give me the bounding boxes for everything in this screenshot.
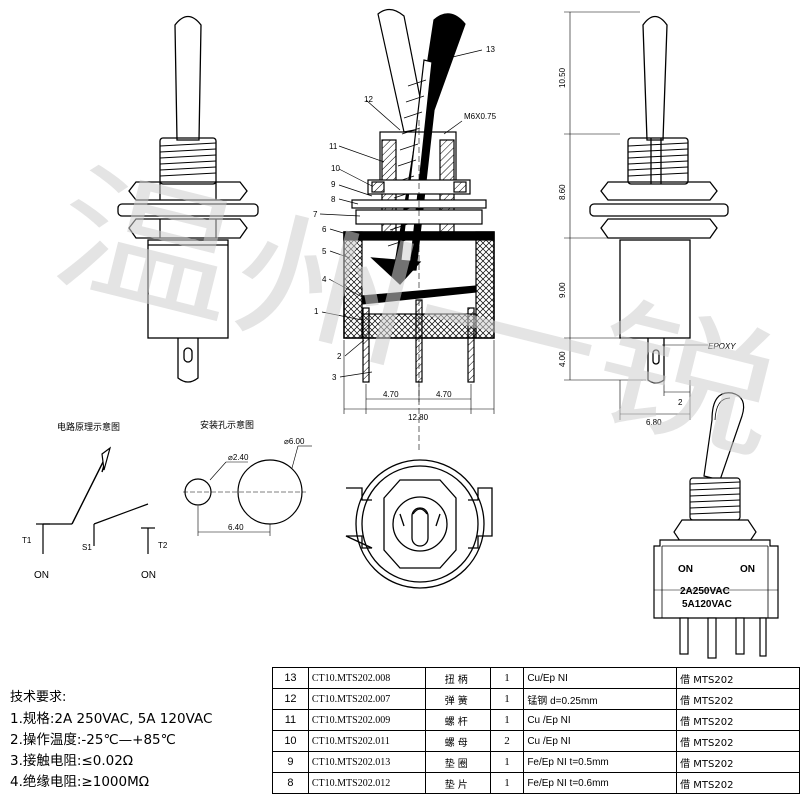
product-rating-1: 2A250VAC xyxy=(680,586,730,597)
part-remark: 借 MTS202 xyxy=(676,730,800,752)
dim-side-width: 6.80 xyxy=(646,418,662,427)
product-on-right: ON xyxy=(740,564,755,575)
circuit-on-left: ON xyxy=(34,570,49,581)
part-quantity: 1 xyxy=(489,667,525,689)
part-number: 9 xyxy=(272,751,309,773)
side-dimensions xyxy=(564,11,708,420)
part-quantity: 1 xyxy=(489,751,525,773)
part-quantity: 1 xyxy=(489,772,525,794)
callout-6: 6 xyxy=(322,225,327,234)
part-code: CT10.MTS202.008 xyxy=(307,667,426,689)
part-number: 12 xyxy=(272,688,309,710)
section-dimensions xyxy=(343,120,495,450)
circuit-on-right: ON xyxy=(141,570,156,581)
dim-lever-height: 10.50 xyxy=(558,67,567,88)
product-illustration xyxy=(653,392,779,659)
part-code: CT10.MTS202.009 xyxy=(307,709,426,731)
callout-2: 2 xyxy=(337,352,342,361)
terminal-t1: T1 xyxy=(22,536,32,545)
callout-13: 13 xyxy=(486,45,495,54)
product-rating-2: 5A120VAC xyxy=(682,599,732,610)
part-number: 10 xyxy=(272,730,309,752)
part-material: Cu /Ep NI xyxy=(523,709,678,731)
epoxy-label: EPOXY xyxy=(708,342,736,351)
part-name: 螺母 xyxy=(424,730,491,752)
part-quantity: 1 xyxy=(489,688,525,710)
callout-8: 8 xyxy=(331,195,336,204)
part-number: 8 xyxy=(272,772,309,794)
part-name: 螺杆 xyxy=(424,709,491,731)
part-quantity: 2 xyxy=(489,730,525,752)
part-remark: 借 MTS202 xyxy=(676,688,800,710)
part-remark: 借 MTS202 xyxy=(676,709,800,731)
part-material: Fe/Ep NI t=0.5mm xyxy=(523,751,678,773)
part-material: Cu /Ep NI xyxy=(523,730,678,752)
section-view xyxy=(343,8,495,383)
part-name: 垫圈 xyxy=(424,751,491,773)
part-code: CT10.MTS202.007 xyxy=(307,688,426,710)
dim-terminal-offset: 2 xyxy=(678,398,683,407)
thread-label: M6X0.75 xyxy=(464,112,497,121)
top-view xyxy=(345,459,493,589)
mount-title: 安装孔示意图 xyxy=(200,419,254,431)
dim-pin-pitch-left: 4.70 xyxy=(383,390,399,399)
part-code: CT10.MTS202.011 xyxy=(307,730,426,752)
technical-requirements: 技术要求: 1.规格:2A 250VAC, 5A 120VAC 2.操作温度:-… xyxy=(10,686,272,793)
part-remark: 借 MTS202 xyxy=(676,772,800,794)
callout-3: 3 xyxy=(332,373,337,382)
part-name: 扭柄 xyxy=(424,667,491,689)
callout-9: 9 xyxy=(331,180,336,189)
dim-large-hole: ⌀6.00 xyxy=(284,437,305,446)
part-quantity: 1 xyxy=(489,709,525,731)
dim-bushing-height: 8.60 xyxy=(558,184,567,200)
part-code: CT10.MTS202.012 xyxy=(307,772,426,794)
part-name: 弹簧 xyxy=(424,688,491,710)
dim-hole-spacing: 6.40 xyxy=(228,523,244,532)
spec-contact-resistance: 3.接触电阻:≤0.02Ω xyxy=(10,753,134,769)
front-view xyxy=(117,15,259,383)
callout-7: 7 xyxy=(313,210,318,219)
specs-title: 技术要求: xyxy=(10,690,67,705)
dim-body-width: 12.80 xyxy=(408,413,429,422)
callout-12: 12 xyxy=(364,95,373,104)
part-material: Fe/Ep NI t=0.6mm xyxy=(523,772,678,794)
callout-1: 1 xyxy=(314,307,319,316)
part-remark: 借 MTS202 xyxy=(676,751,800,773)
dim-terminal-height: 4.00 xyxy=(558,351,567,367)
dim-pin-pitch-right: 4.70 xyxy=(436,390,452,399)
part-remark: 借 MTS202 xyxy=(676,667,800,689)
part-number: 13 xyxy=(272,667,309,689)
part-name: 垫片 xyxy=(424,772,491,794)
terminal-s1: S1 xyxy=(82,543,92,552)
part-number: 11 xyxy=(272,709,309,731)
product-on-left: ON xyxy=(678,564,693,575)
dim-small-hole: ⌀2.40 xyxy=(228,453,249,462)
callout-10: 10 xyxy=(331,164,340,173)
spec-rating: 1.规格:2A 250VAC, 5A 120VAC xyxy=(10,711,213,727)
part-numbers: 13 12 11 10 9 8 7 6 5 4 1 2 3 M6X0.75 xyxy=(313,45,497,382)
part-material: 锰钢 d=0.25mm xyxy=(523,688,678,710)
dim-body-height: 9.00 xyxy=(558,282,567,298)
callout-5: 5 xyxy=(322,247,327,256)
circuit-schematic xyxy=(36,446,155,554)
callout-11: 11 xyxy=(329,142,338,151)
part-material: Cu/Ep NI xyxy=(523,667,678,689)
part-code: CT10.MTS202.013 xyxy=(307,751,426,773)
circuit-title: 电路原理示意图 xyxy=(57,421,120,433)
terminal-t2: T2 xyxy=(158,541,168,550)
spec-insulation-resistance: 4.绝缘电阻:≥1000MΩ xyxy=(10,774,150,790)
spec-temperature: 2.操作温度:-25℃—+85℃ xyxy=(10,732,176,748)
part-callouts xyxy=(319,49,483,378)
mounting-holes xyxy=(183,445,312,536)
callout-4: 4 xyxy=(322,275,327,284)
side-view xyxy=(589,15,729,384)
